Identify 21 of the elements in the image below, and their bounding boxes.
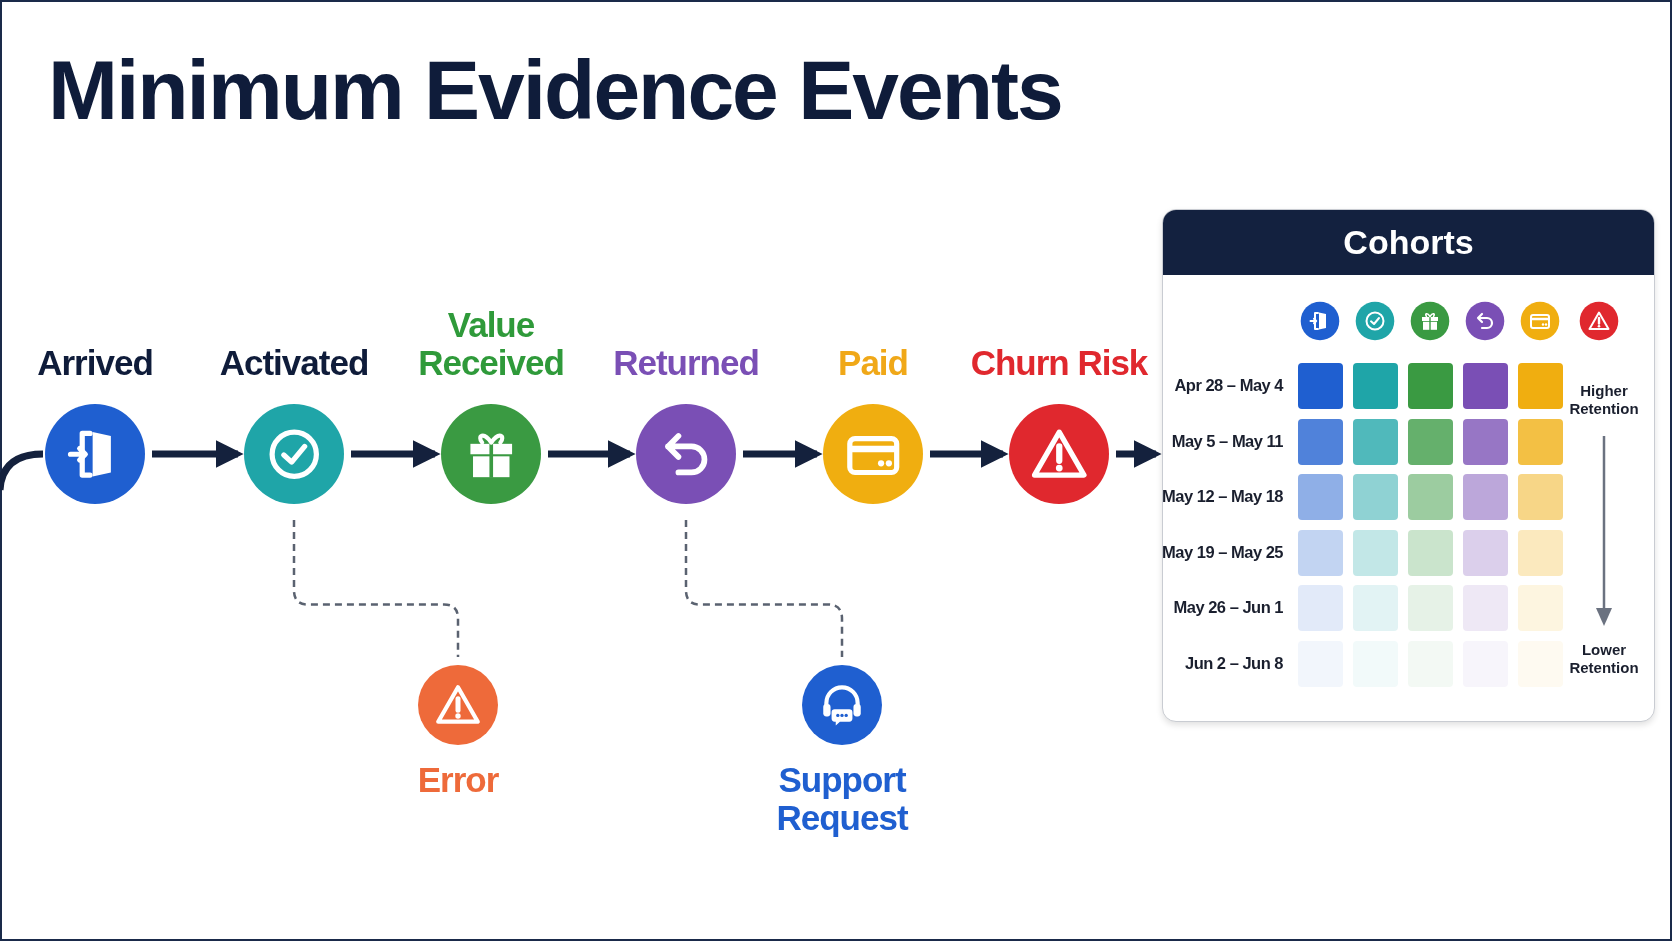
event-label: Value Received [417,306,565,382]
cohort-row-label: May 12 – May 18 [1163,487,1283,506]
event-label: Arrived [36,344,154,382]
event-label: Returned [612,344,760,382]
connector-line [0,450,44,491]
cohort-row-label: May 26 – Jun 1 [1172,598,1283,617]
cohort-row-label: May 19 – May 25 [1163,543,1283,562]
retention-label: Higher Retention [1568,382,1640,418]
panel-header: Cohorts [1163,210,1654,275]
cohort-row-label: Jun 2 – Jun 8 [1183,654,1283,673]
cohort-panel [1162,209,1655,722]
event-label: Churn Risk [969,344,1149,382]
event-label: Support Request [775,761,910,837]
event-label: Activated [218,344,370,382]
event-label: Error [416,761,500,799]
retention-label: Lower Retention [1568,641,1640,677]
dashed-connector [684,520,844,657]
title: Minimum Evidence Events [48,42,1062,139]
dashed-connector [292,520,460,657]
cohort-row-label: Apr 28 – May 4 [1173,376,1283,395]
cohort-row-label: May 5 – May 11 [1170,432,1283,451]
